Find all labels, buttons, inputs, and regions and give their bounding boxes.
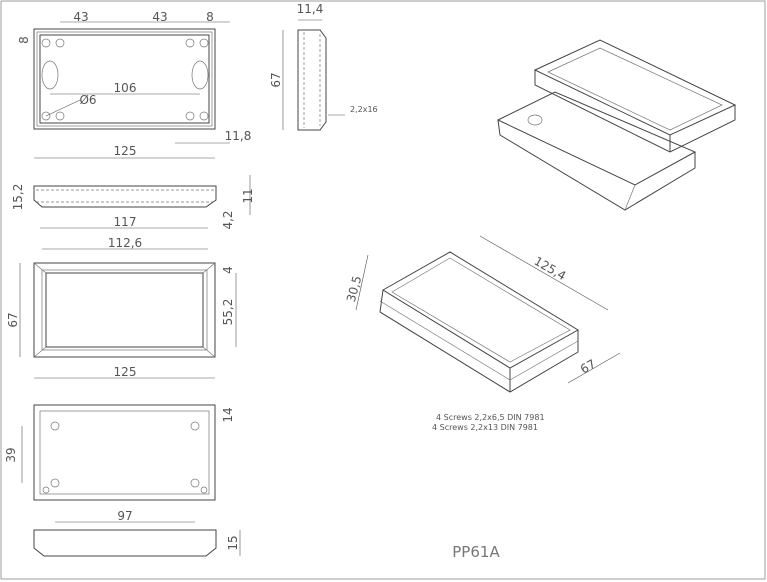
dim-112-6: 112,6 [108, 236, 142, 250]
dim-11-8: 11,8 [225, 129, 252, 143]
dim-8-left: 8 [17, 36, 31, 44]
dim-125-lid: 125 [114, 365, 137, 379]
keyhole-left-icon [41, 60, 59, 90]
dim-30-5: 30,5 [344, 274, 364, 303]
side-view: 11,4 67 2,2x16 [269, 2, 378, 131]
dim-8-top: 8 [206, 10, 214, 24]
lid-view: 112,6 4 67 55,2 125 [6, 236, 237, 379]
dim-diameter-6: Ø6 [79, 93, 96, 107]
note-screws-2: 4 Screws 2,2x13 DIN 7981 [432, 423, 538, 432]
dim-67-lid: 67 [6, 312, 20, 327]
note-screws-1: 4 Screws 2,2x6,5 DIN 7981 [436, 413, 545, 422]
dim-2-2x16: 2,2x16 [350, 105, 378, 114]
top-view: 43 43 8 8 106 Ø6 11,8 125 [17, 10, 252, 159]
dim-125: 125 [114, 144, 137, 158]
dim-43a: 43 [73, 10, 88, 24]
dim-97: 97 [117, 509, 132, 523]
dim-11-4: 11,4 [297, 2, 324, 16]
dim-15-2: 15,2 [11, 184, 25, 211]
dim-4: 4 [221, 266, 235, 274]
assembled-iso-view: 125,4 30,5 67 [344, 235, 621, 393]
exploded-iso-view [496, 39, 737, 211]
dim-43b: 43 [152, 10, 167, 24]
dim-39: 39 [4, 447, 18, 462]
dim-11: 11 [241, 188, 255, 203]
keyhole-icon [527, 114, 543, 126]
dim-15: 15 [226, 535, 240, 550]
dim-106: 106 [114, 81, 137, 95]
dim-117: 117 [114, 215, 137, 229]
dim-67-side: 67 [269, 72, 283, 87]
dim-4-2: 4,2 [221, 210, 235, 229]
bottom-view: 14 39 97 [4, 404, 235, 523]
dim-125-4: 125,4 [532, 254, 569, 283]
dim-55-2: 55,2 [221, 299, 235, 326]
keyhole-right-icon [191, 60, 209, 90]
dim-67-iso: 67 [578, 357, 598, 377]
drawing-title: PP61A [452, 543, 500, 561]
dim-14: 14 [221, 407, 235, 422]
front-view: 15,2 11 117 4,2 [11, 175, 255, 230]
lid-side-view: 15 [33, 529, 241, 557]
